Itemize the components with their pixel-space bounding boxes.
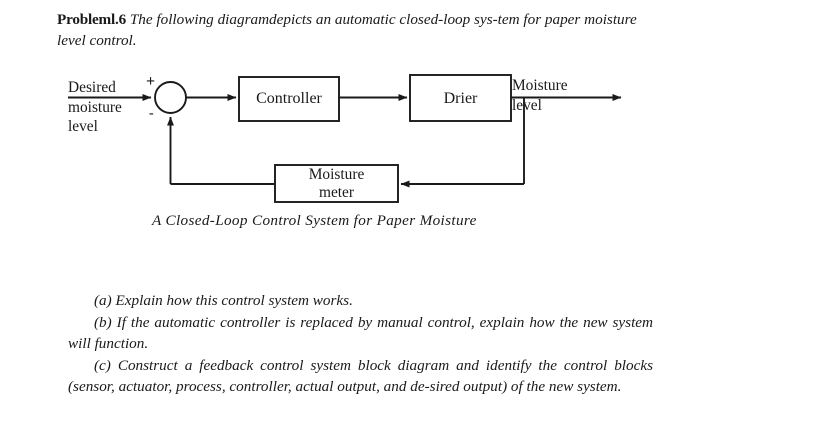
question-a-marker: (a)	[94, 292, 112, 309]
plus-sign: +	[146, 73, 156, 90]
question-item-a: (a) Explain how this control system work…	[68, 290, 653, 312]
drier-block-label: Drier	[443, 90, 478, 108]
question-c-text: Construct a feedback control system bloc…	[68, 356, 654, 396]
figure-caption: A Closed-Loop Control System for Paper M…	[152, 212, 477, 229]
output-label-line-1: Moisture	[512, 77, 568, 94]
desired-label-line-1: Desired	[68, 79, 116, 96]
meter-label-line-2: meter	[318, 183, 355, 201]
controller-block-label: Controller	[256, 90, 322, 108]
moisture-level-output-label: Moisture level	[512, 76, 568, 115]
moisture-meter-block-label: Moisture meter	[275, 165, 398, 202]
desired-moisture-level-label: Desired moisture level	[68, 78, 122, 137]
summing-junction-circle	[154, 81, 187, 114]
question-b-text: If the automatic controller is replaced …	[68, 313, 654, 353]
question-item-c: (c) Construct a feedback control system …	[68, 355, 653, 398]
desired-label-line-2: moisture	[68, 98, 122, 116]
minus-sign: -	[149, 106, 154, 121]
problem-number-label: Probleml.6	[57, 11, 127, 28]
desired-label-line-3: level	[68, 118, 98, 135]
output-label-line-2: level	[512, 96, 542, 114]
problem-statement-paragraph: Probleml.6 The following diagramdepicts …	[57, 9, 647, 51]
sub-questions-list: (a) Explain how this control system work…	[68, 290, 653, 398]
question-a-text: Explain how this control system works.	[115, 292, 353, 309]
problem-statement-text: The following diagramdepicts an automati…	[57, 11, 637, 49]
question-item-b: (b) If the automatic controller is repla…	[68, 312, 653, 355]
meter-label-line-1: Moisture	[308, 165, 365, 183]
question-c-marker: (c)	[94, 356, 111, 374]
question-b-marker: (b)	[94, 313, 112, 331]
